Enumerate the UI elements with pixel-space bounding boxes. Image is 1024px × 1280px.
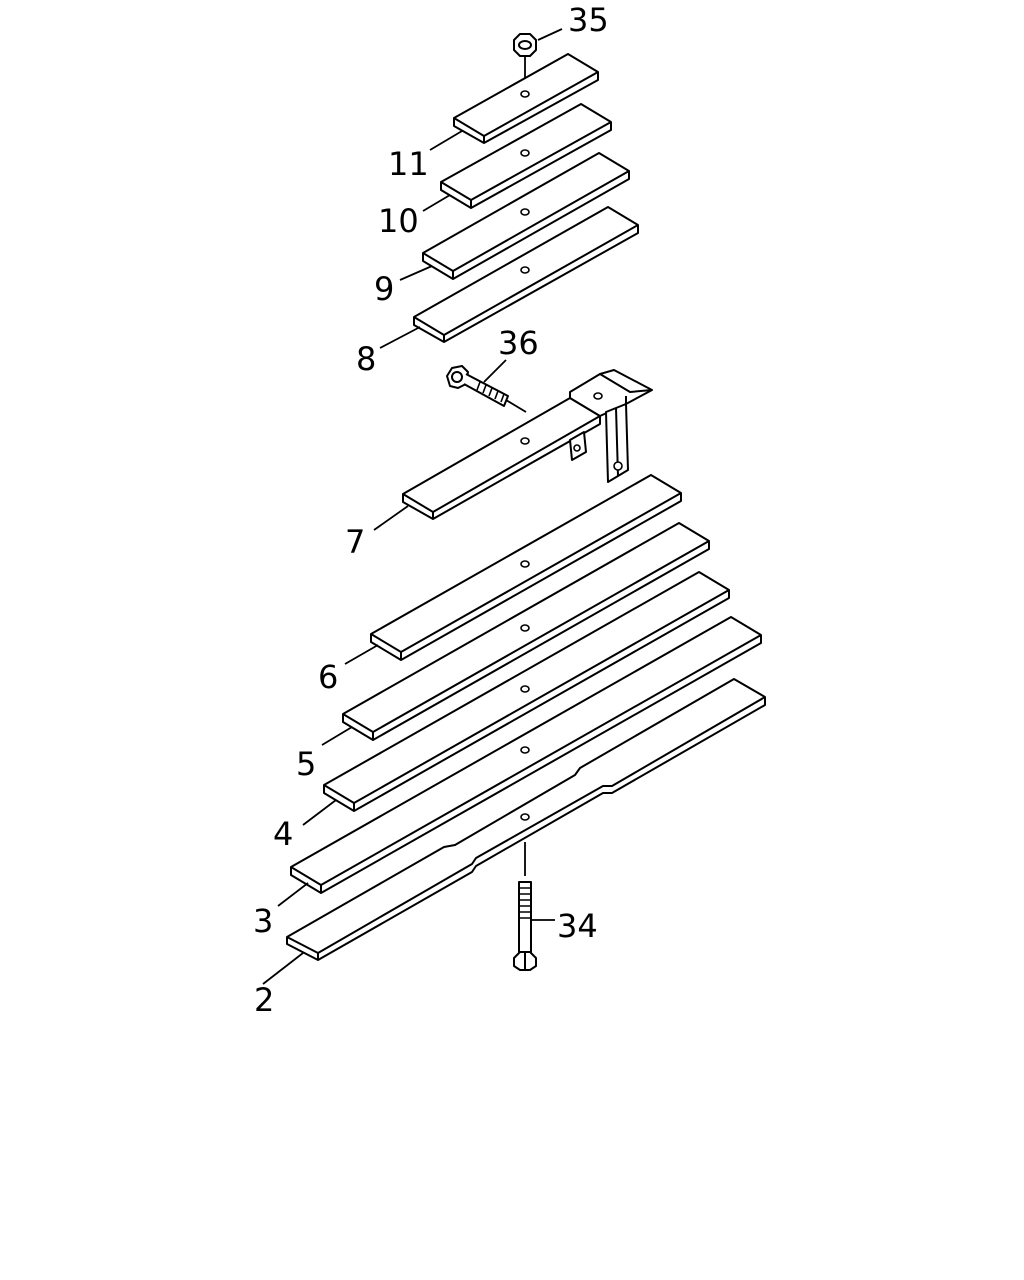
callout-36: 36 bbox=[498, 324, 539, 362]
spring-leaf-6[interactable] bbox=[370, 474, 682, 661]
spring-leaf-3[interactable] bbox=[290, 616, 762, 894]
callout-9: 9 bbox=[374, 270, 394, 308]
leader-2 bbox=[262, 952, 304, 985]
leader-7 bbox=[373, 505, 409, 531]
callout-2: 2 bbox=[254, 981, 274, 1019]
spring-leaf-11[interactable] bbox=[453, 53, 599, 144]
leader-36 bbox=[483, 359, 507, 383]
nut-35[interactable] bbox=[513, 33, 537, 92]
bolt-36[interactable] bbox=[446, 365, 527, 413]
spring-leaf-4[interactable] bbox=[323, 571, 730, 812]
leader-6 bbox=[344, 644, 379, 665]
center-bolt-34[interactable] bbox=[513, 842, 537, 971]
spring-leaf-10[interactable] bbox=[440, 103, 612, 209]
callout-5: 5 bbox=[296, 745, 316, 783]
leader-35 bbox=[537, 28, 563, 41]
callout-7: 7 bbox=[345, 523, 365, 561]
leader-8 bbox=[379, 326, 421, 349]
spring-leaf-5[interactable] bbox=[342, 522, 710, 741]
leader-4 bbox=[302, 799, 337, 826]
leader-5 bbox=[321, 726, 353, 746]
callout-8: 8 bbox=[356, 340, 376, 378]
spring-leaf-2[interactable] bbox=[286, 678, 766, 961]
spring-leaf-9[interactable] bbox=[422, 152, 630, 280]
leader-9 bbox=[399, 265, 433, 281]
callout-4: 4 bbox=[273, 815, 293, 853]
leader-11 bbox=[429, 130, 463, 151]
leader-3 bbox=[277, 882, 309, 907]
callout-3: 3 bbox=[253, 902, 273, 940]
callout-34: 34 bbox=[557, 907, 598, 945]
leader-10 bbox=[422, 194, 451, 212]
spring-leaf-7-with-bracket[interactable] bbox=[402, 369, 653, 520]
spring-leaf-8[interactable] bbox=[413, 206, 639, 343]
callout-6: 6 bbox=[318, 658, 338, 696]
callout-11: 11 bbox=[388, 145, 429, 183]
callout-10: 10 bbox=[378, 202, 419, 240]
callout-35: 35 bbox=[568, 1, 609, 39]
